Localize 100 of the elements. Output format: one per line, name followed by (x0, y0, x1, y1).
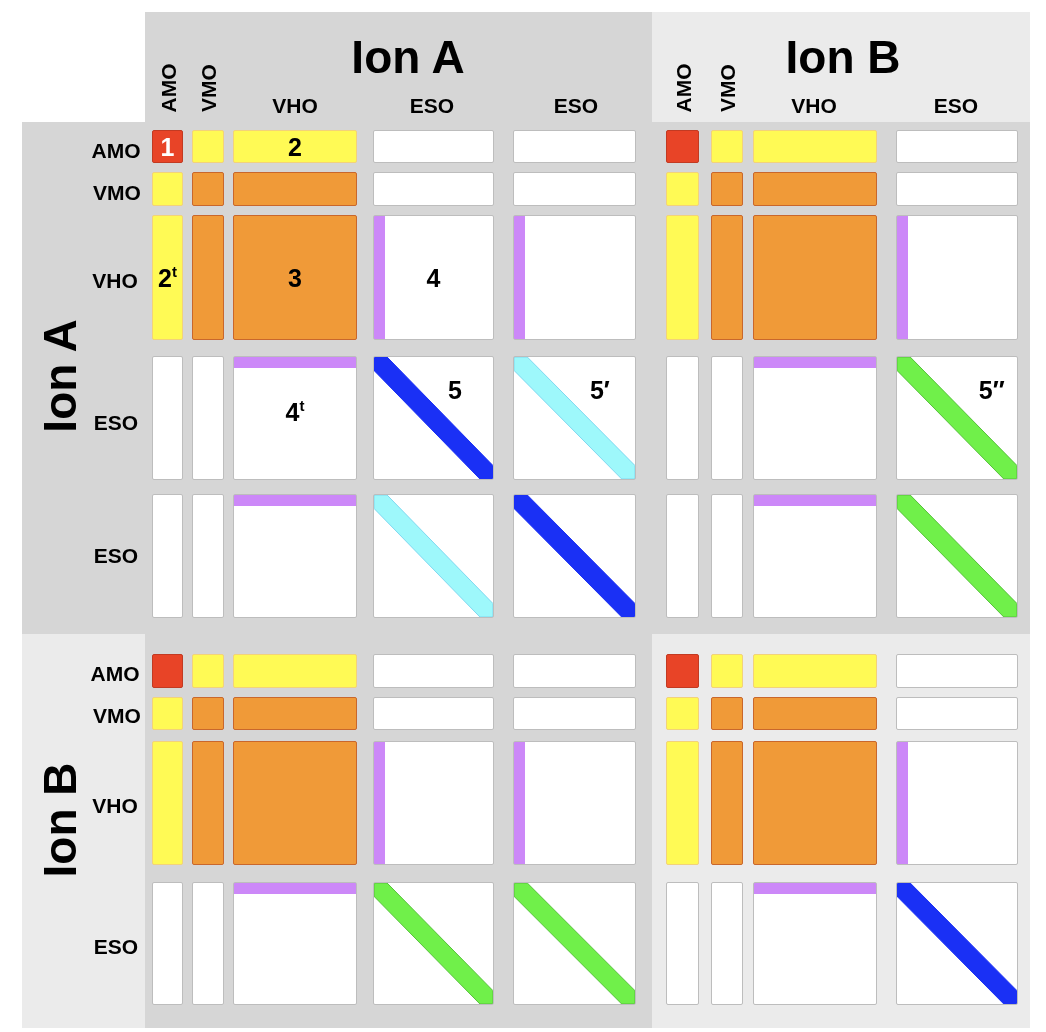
banded-block (896, 741, 1018, 865)
matrix-block (192, 741, 224, 865)
matrix-block (152, 215, 183, 340)
matrix-block (711, 356, 743, 480)
matrix-block (513, 654, 636, 688)
row-label: AMO (90, 662, 140, 684)
banded-block (233, 494, 357, 618)
matrix-block (152, 172, 183, 206)
row-label: VMO (93, 181, 141, 203)
matrix-block (753, 130, 877, 163)
matrix-block (666, 130, 699, 163)
striped-block (896, 494, 1018, 618)
matrix-block (192, 215, 224, 340)
ion-heading: Ion A (37, 319, 83, 433)
banded-block (753, 494, 877, 618)
matrix-block (753, 697, 877, 730)
matrix-block (192, 494, 224, 618)
matrix-block (233, 130, 357, 163)
block-number: 4$^{t}$ (285, 399, 305, 425)
column-label: ESO (409, 94, 455, 116)
banded-block (753, 882, 877, 1005)
column-label: VHO (791, 94, 837, 116)
matrix-block (711, 741, 743, 865)
matrix-block (192, 172, 224, 206)
matrix-block (666, 215, 699, 340)
matrix-block (192, 654, 224, 688)
matrix-block (192, 882, 224, 1005)
matrix-block (373, 654, 494, 688)
matrix-block (233, 215, 357, 340)
striped-block (513, 494, 636, 618)
striped-block (373, 882, 494, 1005)
block-number: 1 (160, 134, 175, 159)
matrix-block (513, 172, 636, 206)
matrix-block (666, 494, 699, 618)
row-label: ESO (93, 544, 139, 566)
matrix-block (192, 130, 224, 163)
banded-block (233, 882, 357, 1005)
matrix-block (192, 697, 224, 730)
matrix-block (152, 882, 183, 1005)
matrix-block (711, 697, 743, 730)
matrix-block (513, 697, 636, 730)
matrix-block (666, 697, 699, 730)
matrix-block (152, 356, 183, 480)
matrix-block (666, 172, 699, 206)
column-label: ESO (553, 94, 599, 116)
block-number: 2 (288, 134, 302, 159)
block-number: 5″ (978, 377, 1005, 403)
striped-block (896, 356, 1018, 480)
matrix-block (513, 130, 636, 163)
column-label: ESO (933, 94, 979, 116)
matrix-block (152, 654, 183, 688)
matrix-block (711, 172, 743, 206)
block-number: 5′ (589, 377, 610, 403)
banded-block (373, 215, 494, 340)
block-number: 4 (426, 265, 441, 290)
striped-block (373, 356, 494, 480)
matrix-block (711, 494, 743, 618)
ion-heading: Ion B (785, 34, 901, 80)
matrix-block (152, 130, 183, 163)
column-label: AMO (157, 63, 179, 113)
block-number: 5 (447, 377, 462, 403)
matrix-block (233, 172, 357, 206)
matrix-block (233, 654, 357, 688)
banded-block (373, 741, 494, 865)
matrix-block (666, 882, 699, 1005)
matrix-block (753, 172, 877, 206)
ion-heading: Ion B (37, 762, 83, 878)
matrix-block (711, 130, 743, 163)
matrix-block (373, 130, 494, 163)
matrix-block (896, 697, 1018, 730)
block-number: 3 (288, 265, 302, 290)
matrix-block (896, 172, 1018, 206)
row-label: ESO (93, 935, 139, 957)
striped-block (896, 882, 1018, 1005)
matrix-block (192, 356, 224, 480)
column-label: VMO (716, 64, 738, 112)
matrix-block (373, 697, 494, 730)
banded-block (513, 215, 636, 340)
column-label: VHO (272, 94, 318, 116)
matrix-block (233, 697, 357, 730)
ion-heading: Ion A (351, 34, 465, 80)
matrix-block (666, 356, 699, 480)
column-label: AMO (672, 63, 694, 113)
row-label: VHO (92, 794, 138, 816)
matrix-block (152, 494, 183, 618)
matrix-block (711, 882, 743, 1005)
matrix-block (753, 654, 877, 688)
striped-block (513, 882, 636, 1005)
banded-block (513, 741, 636, 865)
banded-block (753, 356, 877, 480)
banded-block (896, 215, 1018, 340)
matrix-block (373, 172, 494, 206)
matrix-block (753, 215, 877, 340)
row-label: VMO (93, 704, 141, 726)
matrix-block (711, 654, 743, 688)
row-label: ESO (93, 411, 139, 433)
matrix-block (896, 130, 1018, 163)
matrix-block (753, 741, 877, 865)
striped-block (513, 356, 636, 480)
block-number: 2$^{t}$ (158, 265, 177, 290)
